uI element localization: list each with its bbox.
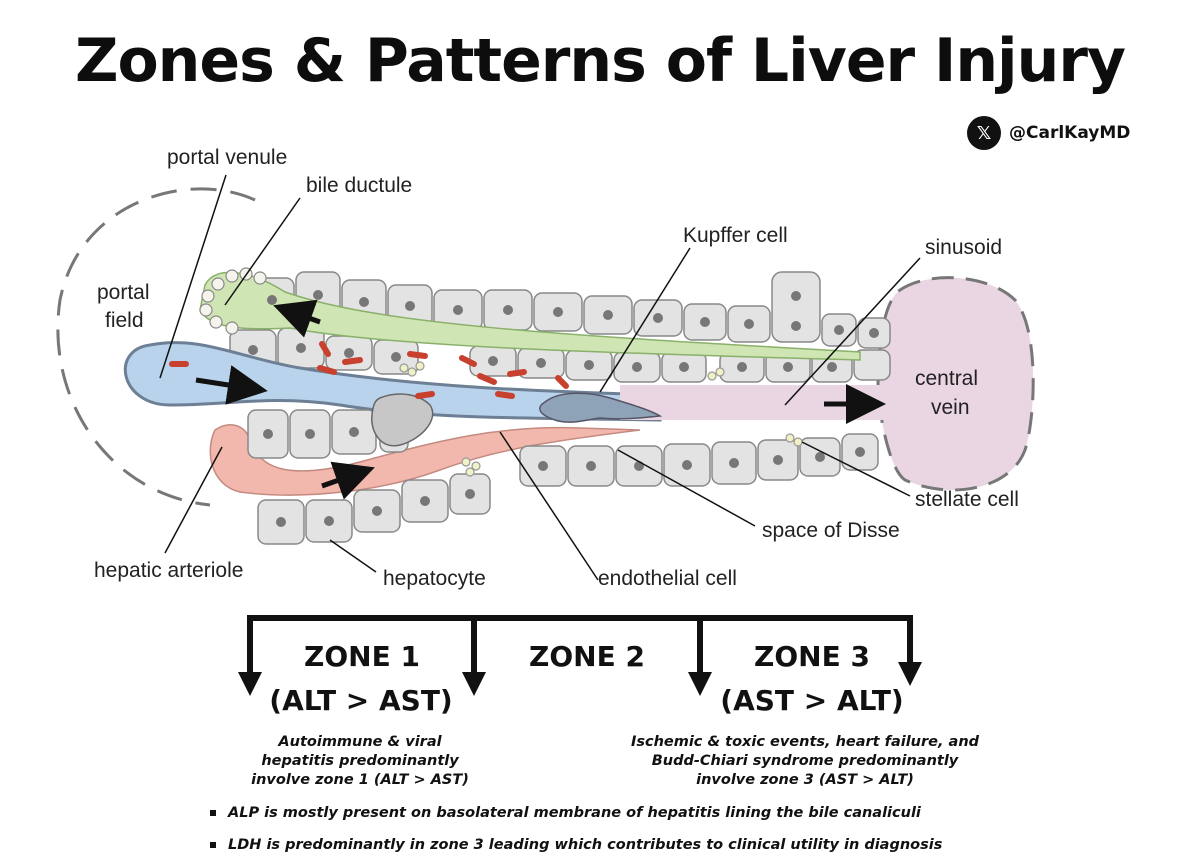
bullet-list: ALP is mostly present on basolateral mem… [210, 804, 1190, 868]
endothelial-blob [372, 394, 433, 446]
zone1-ratio: (ALT > AST) [246, 684, 476, 717]
label-endothelial-cell: endothelial cell [598, 567, 737, 590]
label-space-of-disse: space of Disse [762, 519, 900, 542]
label-sinusoid: sinusoid [925, 236, 1002, 259]
zone1-note-line: involve zone 1 (ALT > AST) [210, 771, 510, 790]
zone3-ratio: (AST > ALT) [697, 684, 927, 717]
label-stellate-cell: stellate cell [915, 488, 1019, 511]
label-central-vein-line1: central [915, 367, 978, 390]
label-hepatocyte: hepatocyte [383, 567, 486, 590]
zone3-note-line: involve zone 3 (AST > ALT) [590, 771, 1020, 790]
zone1-note-line: hepatitis predominantly [210, 752, 510, 771]
label-hepatic-arteriole: hepatic arteriole [94, 559, 243, 582]
zone2-title: ZONE 2 [487, 640, 687, 673]
bullet-item: LDH is predominantly in zone 3 leading w… [210, 836, 1190, 854]
bullet-square-icon [210, 842, 216, 848]
label-central-vein-line2: vein [931, 396, 970, 419]
zone1-note: Autoimmune & viral hepatitis predominant… [210, 733, 510, 790]
label-portal-field-line2: field [105, 309, 144, 332]
zone1-note-line: Autoimmune & viral [210, 733, 510, 752]
label-kupffer-cell: Kupffer cell [683, 224, 788, 247]
bullet-item: ALP is mostly present on basolateral mem… [210, 804, 1190, 822]
bullet-text: ALP is mostly present on basolateral mem… [228, 805, 921, 821]
bullet-square-icon [210, 810, 216, 816]
zone3-title: ZONE 3 [712, 640, 912, 673]
zone3-note: Ischemic & toxic events, heart failure, … [590, 733, 1020, 790]
bullet-text: LDH is predominantly in zone 3 leading w… [228, 837, 942, 853]
label-portal-venule: portal venule [167, 146, 287, 169]
zone3-note-line: Ischemic & toxic events, heart failure, … [590, 733, 1020, 752]
zone1-title: ZONE 1 [262, 640, 462, 673]
label-bile-ductule: bile ductule [306, 174, 412, 197]
label-portal-field-line1: portal [97, 281, 150, 304]
zone3-note-line: Budd-Chiari syndrome predominantly [590, 752, 1020, 771]
